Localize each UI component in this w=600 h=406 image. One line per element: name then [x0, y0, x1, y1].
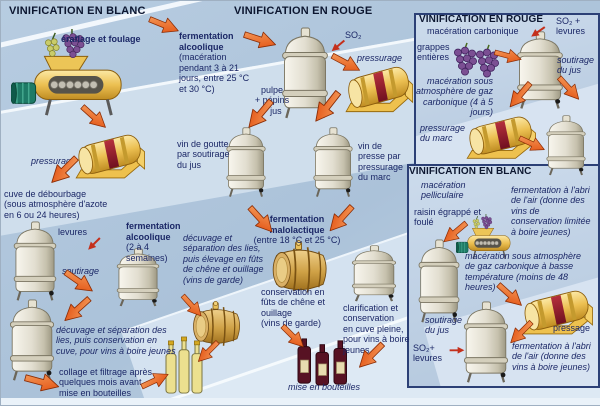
- label-so2-levures-rouge: SO₂ + levures: [556, 16, 586, 37]
- tank-icon: [542, 115, 590, 177]
- label-mise-en-bouteilles: mise en bouteilles: [288, 382, 361, 392]
- label-soutirage-jus-rouge: soutirage du jus: [557, 55, 595, 76]
- levures-arrow-icon: [84, 234, 104, 254]
- label-decuvage-conservation-cuve: décuvage et séparation des lies, puis co…: [56, 325, 176, 356]
- tank-icon: [9, 221, 61, 303]
- label-soutirage: soutirage: [62, 266, 100, 276]
- label-eraflage-foulage: éraflage et foulage: [61, 34, 141, 44]
- label-so2-levures-blanc: SO₂+ levures: [413, 343, 443, 364]
- label-vin-de-presse: vin de presse par pressurage du marc: [358, 141, 404, 183]
- label-fermentation-abri-air-1: fermentation à l'abri de l'air (donne de…: [511, 185, 591, 237]
- label-decuvage-elevage-futs: décuvage et séparation des lies, puis él…: [183, 233, 264, 285]
- flow-arrow-icon: [57, 290, 98, 330]
- label-maceration-pelliculaire: macération pelliculaire: [421, 180, 466, 201]
- label-pressurage-blanc: pressurage: [31, 156, 77, 166]
- label-vin-de-goutte: vin de goutte par soutirage du jus: [177, 139, 230, 170]
- box-rouge-subtitle: macération carbonique: [427, 26, 519, 36]
- label-maceration-basse-temperature: macération sous atmosphère de gaz carbon…: [465, 251, 582, 293]
- label-fermentation-abri-air-2: fermentation à l'abri de l'air (donne de…: [512, 341, 591, 372]
- label-raisin-egrappe: raisin égrappé et foulé: [414, 207, 482, 228]
- flow-arrow-icon: [144, 9, 183, 40]
- tank-icon: [347, 245, 401, 303]
- label-conservation-futs: conservation en fûts de chêne et ouillag…: [261, 287, 326, 329]
- box-blanc-title: VINIFICATION EN BLANC: [409, 166, 532, 177]
- label-cuve-debourbage: cuve de débourbage (sous atmosphère d'az…: [4, 189, 108, 220]
- so2-arrow-icon: [449, 346, 465, 355]
- label-clarification-conservation: clarification et conservation en cuve pl…: [343, 303, 410, 355]
- label-pressurage-du-marc: pressurage du marc: [420, 123, 466, 144]
- label-so2: SO₂: [345, 30, 362, 40]
- label-pressurage-rouge: pressurage: [357, 53, 403, 63]
- label-maceration-carbonique-detail: macération sous atmosphère de gaz carbon…: [415, 76, 493, 118]
- label-levures: levures: [58, 227, 88, 237]
- press-icon: [73, 131, 147, 187]
- label-fermentation-alcoolique-blanc: fermentation alcoolique(2 à 4 semaines): [126, 221, 181, 263]
- tank-icon: [459, 301, 513, 385]
- label-fermentation-malolactique: fermentation malolactique(entre 18 °C et…: [253, 214, 341, 246]
- label-pressage: pressage: [553, 323, 591, 333]
- bottom-strip: [1, 398, 600, 405]
- label-fermentation-alcoolique-rouge: fermentation alcoolique(macération penda…: [179, 31, 250, 94]
- box-rouge-title: VINIFICATION EN ROUGE: [419, 14, 544, 25]
- label-collage-filtrage: collage et filtrage après quelques mois …: [59, 367, 153, 398]
- title-vinification-rouge: VINIFICATION EN ROUGE: [234, 5, 373, 17]
- tank-icon: [309, 127, 357, 199]
- title-vinification-blanc: VINIFICATION EN BLANC: [9, 5, 146, 17]
- label-soutirage-jus-blanc: soutirage du jus: [425, 315, 463, 336]
- tank-icon: [414, 239, 464, 325]
- label-grappes-entieres: grappes entières: [417, 42, 450, 63]
